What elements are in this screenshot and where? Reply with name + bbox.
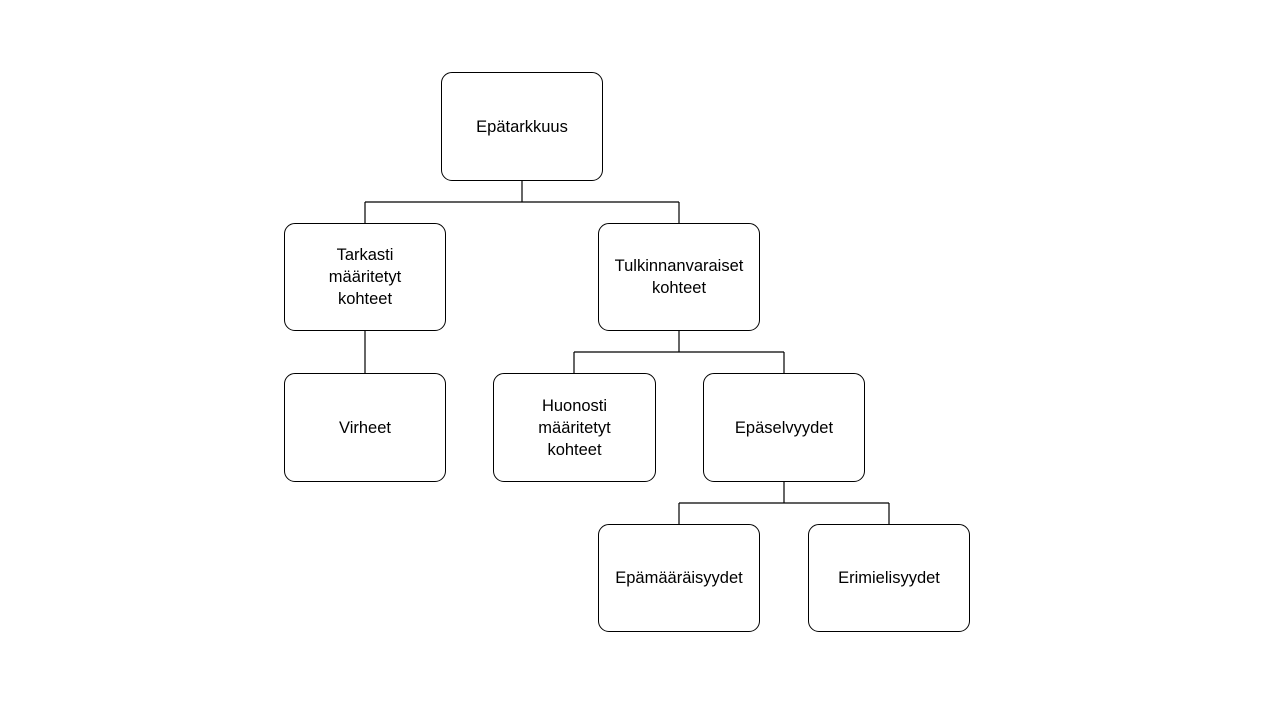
node-vagueness-label: Epämääräisyydet bbox=[615, 569, 743, 587]
node-root: Epätarkkuus bbox=[441, 72, 603, 181]
node-ambiguities: Epäselvyydet bbox=[703, 373, 865, 482]
node-poorly-defined-items: Huonosti määritetyt kohteet bbox=[493, 373, 656, 482]
node-disagreements-label: Erimielisyydet bbox=[838, 569, 940, 587]
node-disagreements: Erimielisyydet bbox=[808, 524, 970, 632]
node-root-label: Epätarkkuus bbox=[476, 117, 568, 136]
node-interpretive-items: Tulkinnanvaraiset kohteet bbox=[598, 223, 760, 331]
node-precise-items-label: Tarkasti määritetyt kohteet bbox=[328, 246, 402, 308]
node-errors-label: Virheet bbox=[339, 418, 391, 437]
node-poorly-defined-items-label: Huonosti määritetyt kohteet bbox=[538, 396, 611, 459]
node-vagueness: Epämääräisyydet bbox=[598, 524, 760, 632]
node-errors: Virheet bbox=[284, 373, 446, 482]
node-precise-items: Tarkasti määritetyt kohteet bbox=[284, 223, 446, 331]
node-interpretive-items-label: Tulkinnanvaraiset kohteet bbox=[614, 257, 744, 297]
node-ambiguities-label: Epäselvyydet bbox=[734, 418, 834, 437]
